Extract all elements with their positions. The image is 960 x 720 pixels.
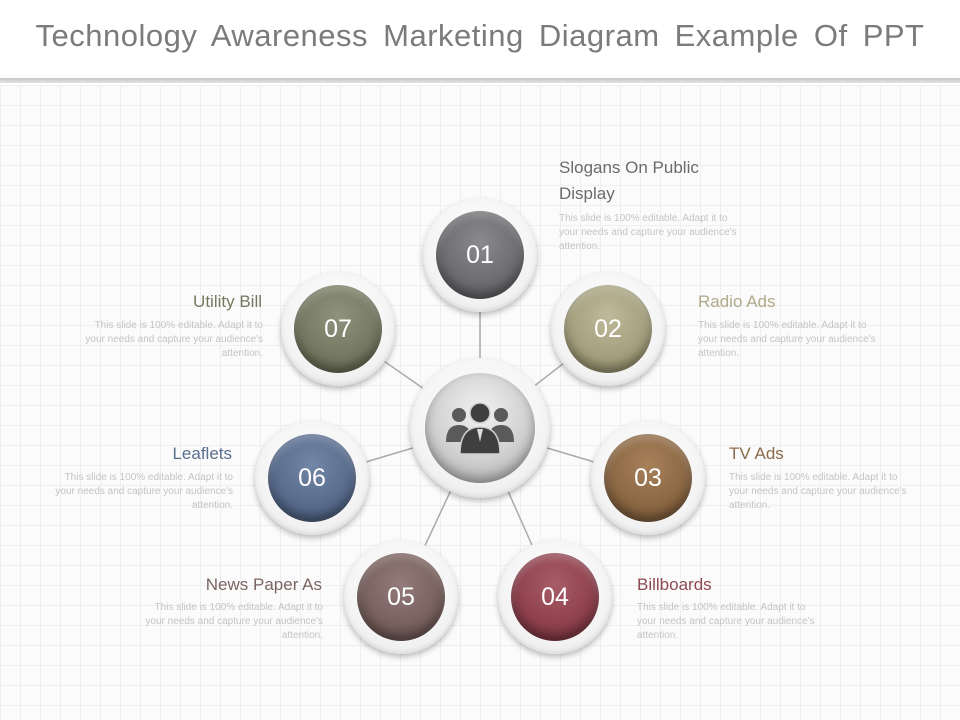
label-02: Radio Ads <box>698 292 776 311</box>
number-disc-05: 05 <box>357 553 445 641</box>
number-disc-02: 02 <box>564 285 652 373</box>
number-disc-01: 01 <box>436 211 524 299</box>
label-04: Billboards <box>637 575 712 594</box>
number-05: 05 <box>387 582 415 611</box>
title-divider <box>0 78 960 83</box>
number-03: 03 <box>634 463 662 492</box>
number-06: 06 <box>298 463 326 492</box>
diagram-canvas <box>0 85 960 720</box>
page-title: Technology Awareness Marketing Diagram E… <box>35 18 925 53</box>
description-03: This slide is 100% editable. Adapt it to… <box>729 472 907 511</box>
group-of-people-icon <box>446 402 514 455</box>
number-02: 02 <box>594 314 622 343</box>
label-05: News Paper As <box>205 575 322 594</box>
number-04: 04 <box>541 582 569 611</box>
label-03: TV Ads <box>729 444 784 463</box>
description-07: This slide is 100% editable. Adapt it to… <box>85 320 263 359</box>
label-07: Utility Bill <box>193 292 262 311</box>
description-05: This slide is 100% editable. Adapt it to… <box>145 602 323 641</box>
number-disc-06: 06 <box>268 434 356 522</box>
description-04: This slide is 100% editable. Adapt it to… <box>637 602 815 641</box>
number-disc-03: 03 <box>604 434 692 522</box>
description-06: This slide is 100% editable. Adapt it to… <box>55 472 233 511</box>
number-disc-07: 07 <box>294 285 382 373</box>
description-02: This slide is 100% editable. Adapt it to… <box>698 320 876 359</box>
number-disc-04: 04 <box>511 553 599 641</box>
number-01: 01 <box>466 240 494 269</box>
description-01: This slide is 100% editable. Adapt it to… <box>559 213 737 252</box>
number-07: 07 <box>324 314 352 343</box>
label-06: Leaflets <box>172 444 232 463</box>
label-01: Slogans On Public Display <box>559 158 699 203</box>
